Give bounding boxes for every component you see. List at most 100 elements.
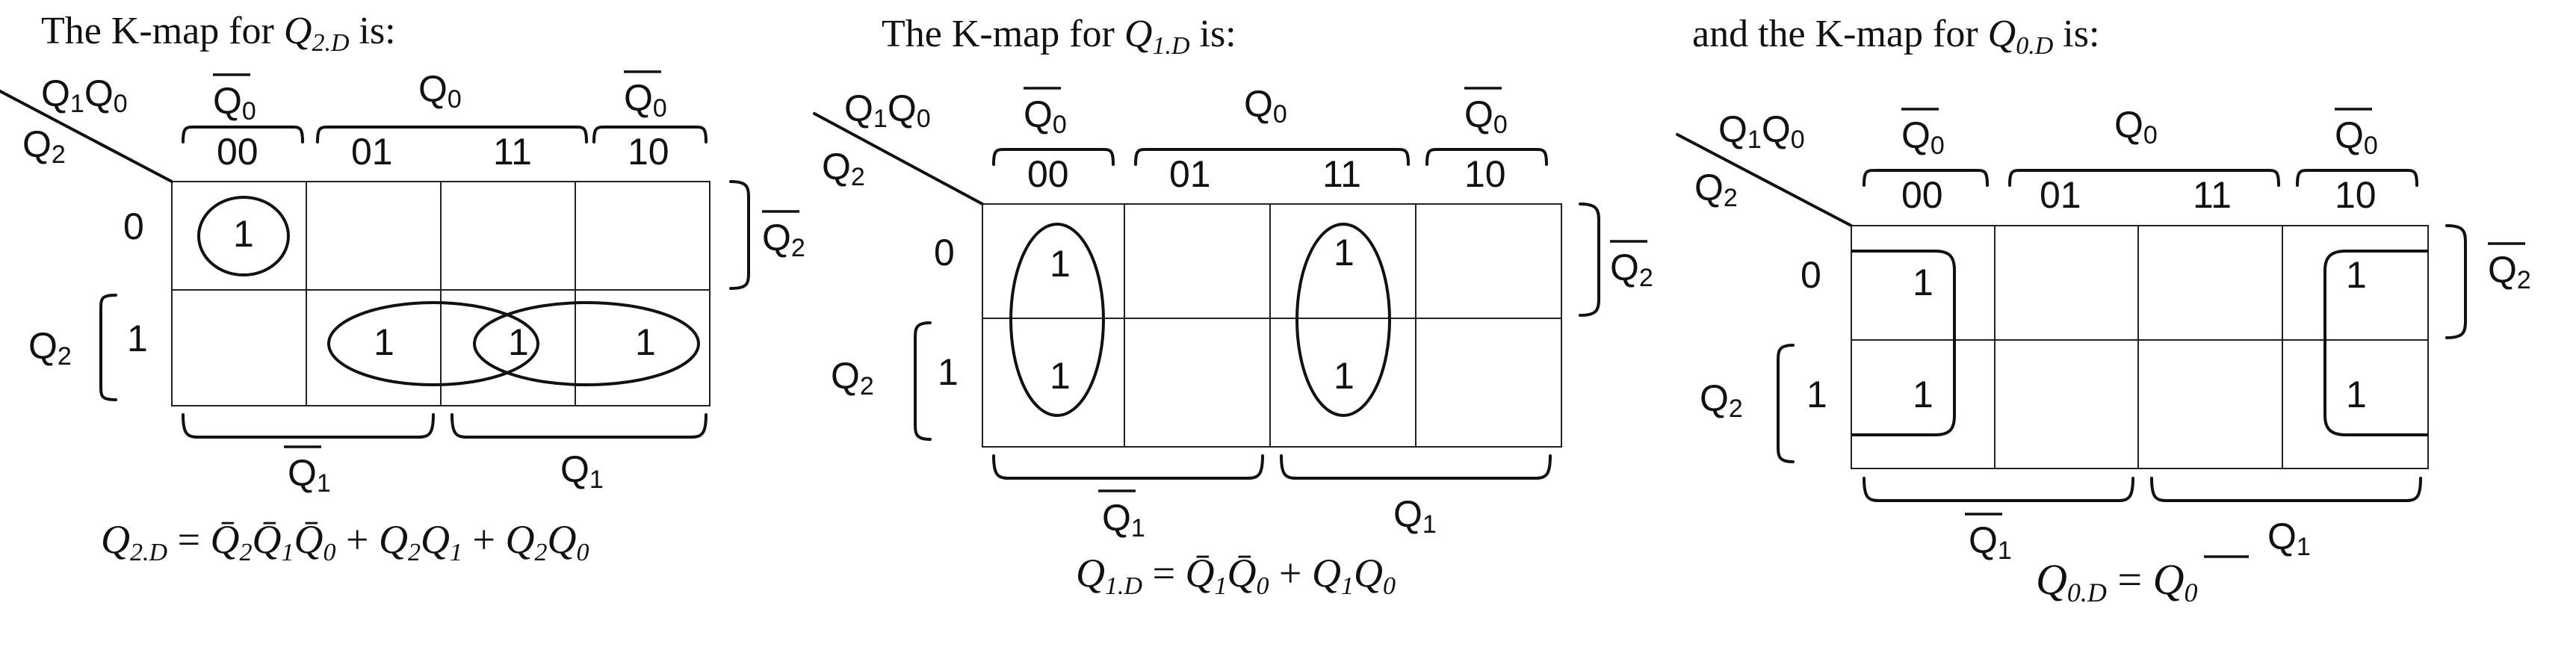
- loop-q0d-left: [1851, 250, 1956, 436]
- cell-r1-c3: 1: [508, 321, 529, 363]
- cell-r1-c0: 1: [1050, 355, 1071, 397]
- svg-text:01: 01: [1169, 153, 1211, 195]
- svg-text:10: 10: [2335, 174, 2377, 216]
- col-var-label: Q1Q0: [1718, 108, 1805, 154]
- kmap-panel-q2d: The K-map for Q2.D is: Q1Q0 Q2 Q0 Q0 Q0 …: [0, 10, 805, 566]
- corner-diagonal: [1676, 133, 1853, 227]
- loop-q1d-b: [1295, 223, 1391, 417]
- equation-q2d: Q2.D = Q̄2Q̄1Q̄0 + Q2Q1 + Q2Q0: [101, 517, 589, 566]
- col-codes: 00 01 11 10: [1901, 174, 2377, 216]
- top-group-q0: Q0: [2114, 104, 2158, 149]
- left-brace: [99, 294, 117, 401]
- bottom-brace-2: [451, 413, 708, 439]
- top-group-q0bar-right: Q0: [624, 77, 667, 123]
- svg-text:00: 00: [1901, 174, 1943, 216]
- bottom-group-q1: Q1: [1393, 493, 1437, 539]
- bottom-group-q1bar: Q1: [1102, 497, 1145, 542]
- top-group-q0bar-right: Q0: [1464, 93, 1508, 139]
- row-code-1: 1: [938, 351, 959, 393]
- cell-r1-c0: 1: [1913, 374, 1933, 415]
- top-group-q0bar-left: Q0: [1024, 93, 1067, 139]
- side-label-q2: Q2: [28, 325, 72, 371]
- side-label-q2bar: Q2: [762, 217, 805, 262]
- row-code-1: 1: [127, 318, 148, 359]
- caption-q0d: and the K-map for Q0.D is:: [1692, 13, 2099, 60]
- svg-text:10: 10: [628, 131, 669, 173]
- row-var-label: Q2: [1694, 167, 1738, 212]
- right-brace: [729, 180, 750, 290]
- kmap-grid: [171, 181, 710, 406]
- cell-r1-c2: 1: [1334, 355, 1354, 397]
- cell-r0-c0: 1: [233, 213, 254, 255]
- bottom-brace-1: [1863, 477, 2134, 502]
- bottom-group-q1bar: Q1: [288, 452, 331, 498]
- top-brace-1: [992, 147, 1115, 166]
- bottom-brace-2: [2150, 477, 2422, 502]
- caption-q2d: The K-map for Q2.D is:: [41, 10, 396, 57]
- top-brace-2: [2008, 168, 2280, 187]
- col-var-label: Q1Q0: [844, 87, 931, 133]
- kmap-grid: [1851, 225, 2429, 469]
- top-group-q0bar-left: Q0: [1901, 114, 1945, 160]
- bottom-group-q1bar: Q1: [1969, 519, 2012, 565]
- row-var-label: Q2: [822, 146, 865, 191]
- svg-text:11: 11: [1322, 153, 1361, 195]
- top-brace-3: [2296, 168, 2418, 187]
- bottom-brace-2: [1280, 454, 1552, 480]
- bottom-group-q1: Q1: [560, 448, 604, 494]
- top-brace-2: [316, 125, 588, 143]
- equation-q0d: Q0.D = Q0: [2036, 555, 2198, 607]
- side-label-q2: Q2: [1700, 377, 1743, 423]
- cell-r1-c3: 1: [2346, 374, 2367, 415]
- cell-r0-c0: 1: [1050, 243, 1071, 285]
- side-label-q2bar: Q2: [2488, 249, 2531, 294]
- svg-text:00: 00: [217, 131, 258, 173]
- row-code-1: 1: [1806, 374, 1827, 415]
- kmap-grid: [982, 203, 1562, 448]
- top-group-q0bar-right: Q0: [2335, 114, 2378, 160]
- col-var-label: Q1Q0: [41, 72, 128, 118]
- right-brace: [2445, 224, 2467, 339]
- row-code-0: 0: [934, 232, 955, 273]
- loop-q1d-a: [1009, 223, 1105, 417]
- top-group-q0bar-left: Q0: [213, 80, 256, 126]
- corner-diagonal: [0, 90, 173, 183]
- svg-text:11: 11: [493, 131, 532, 173]
- top-brace-3: [592, 125, 708, 143]
- loop-q2d-a: [197, 196, 290, 276]
- row-var-label: Q2: [22, 123, 66, 169]
- caption-q1d: The K-map for Q1.D is:: [882, 13, 1236, 60]
- kmap-panel-q0d: and the K-map for Q0.D is: Q1Q0 Q2 Q0 Q0…: [1676, 13, 2531, 607]
- equation-q1d: Q1.D = Q̄1Q̄0 + Q1Q0: [1076, 551, 1396, 600]
- top-brace-1: [1863, 168, 1989, 187]
- cell-r1-c4: 1: [635, 321, 656, 363]
- top-group-q0: Q0: [418, 68, 462, 114]
- right-brace: [1579, 202, 1600, 317]
- loop-q2d-b: [327, 301, 539, 386]
- top-brace-2: [1134, 147, 1410, 166]
- svg-text:10: 10: [1464, 153, 1506, 195]
- row-code-0: 0: [123, 205, 144, 247]
- cell-r0-c0: 1: [1913, 262, 1933, 303]
- svg-text:00: 00: [1027, 153, 1069, 195]
- left-brace: [1777, 344, 1795, 463]
- col-codes: 00 01 11 10: [217, 131, 669, 173]
- cell-r1-c2: 1: [374, 321, 394, 363]
- top-brace-3: [1425, 147, 1548, 166]
- bottom-brace-1: [182, 413, 435, 439]
- top-brace-1: [182, 125, 304, 143]
- loop-q0d-right: [2323, 250, 2428, 436]
- left-brace: [914, 321, 932, 441]
- kmap-panel-q1d: The K-map for Q1.D is: Q1Q0 Q2 Q0 Q0 Q0 …: [813, 13, 1653, 600]
- col-codes: 00 01 11 10: [1027, 153, 1506, 195]
- side-label-q2: Q2: [831, 355, 874, 400]
- loop-q2d-c: [473, 301, 700, 386]
- bottom-brace-1: [992, 454, 1264, 480]
- cell-r0-c2: 1: [1334, 232, 1354, 273]
- row-code-0: 0: [1801, 254, 1821, 296]
- svg-text:01: 01: [351, 131, 393, 173]
- cell-r0-c3: 1: [2346, 254, 2367, 296]
- top-group-q0: Q0: [1244, 83, 1287, 129]
- svg-text:11: 11: [2193, 174, 2232, 216]
